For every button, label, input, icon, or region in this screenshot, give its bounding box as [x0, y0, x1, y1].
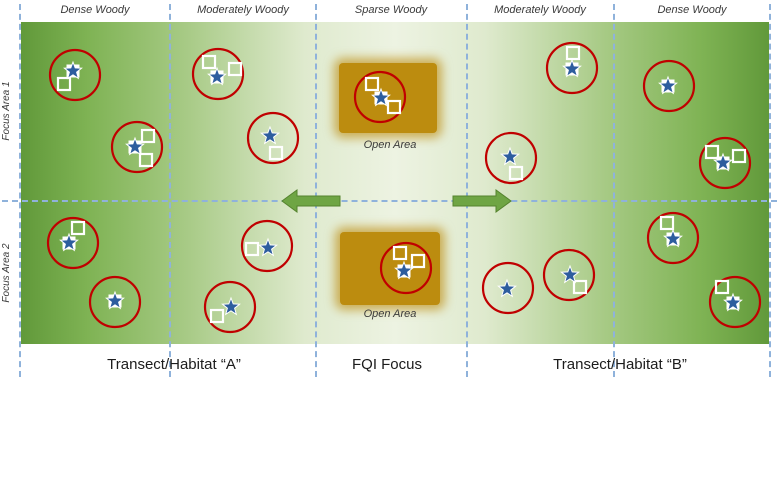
right-gradient-arrow-icon — [452, 189, 512, 213]
zone-divider-line — [769, 4, 771, 377]
open-area-rect — [340, 232, 440, 305]
transect-label: Transect/Habitat “B” — [553, 356, 687, 373]
zone-title: Dense Woody — [657, 4, 727, 16]
transect-label: Transect/Habitat “A” — [107, 356, 241, 373]
zone-title: Dense Woody — [60, 4, 130, 16]
zone-title: Moderately Woody — [197, 4, 289, 16]
transect-label: FQI Focus — [351, 356, 422, 373]
focus-area-label: Focus Area 2 — [1, 243, 12, 303]
zone-title: Sparse Woody — [354, 4, 428, 16]
left-gradient-arrow-icon — [281, 189, 341, 213]
open-area-rect — [339, 63, 437, 133]
zone-divider-line — [19, 4, 21, 377]
open-area-label: Open Area — [363, 308, 417, 320]
zone-divider-line — [466, 4, 468, 377]
zone-divider-line — [169, 4, 171, 377]
focus-area-divider-line — [2, 200, 777, 202]
zone-divider-line — [315, 4, 317, 377]
zone-title: Moderately Woody — [494, 4, 586, 16]
open-area-label: Open Area — [363, 139, 417, 151]
zone-divider-line — [613, 4, 615, 377]
focus-area-label: Focus Area 1 — [1, 81, 12, 141]
legend: 5-m radius plot placed to capture canopy… — [0, 390, 779, 486]
